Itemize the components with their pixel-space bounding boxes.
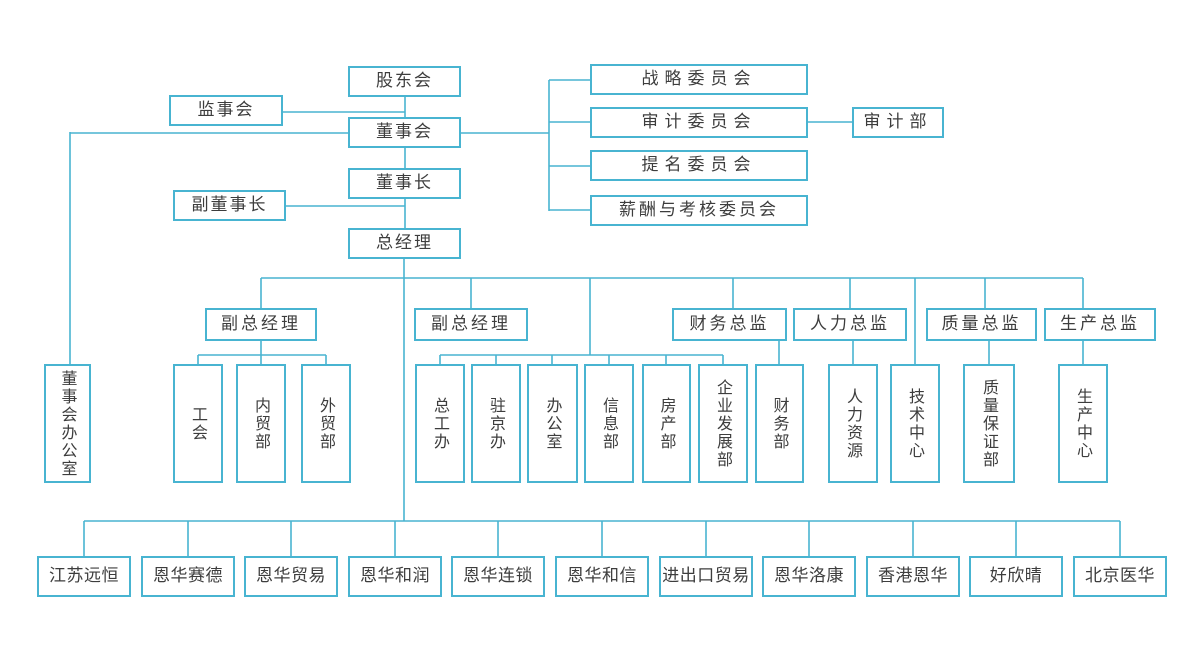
node-hr-director: 人力总监 <box>793 308 907 341</box>
node-board-office: 董事会办公室 <box>44 364 91 483</box>
node-audit-department: 审计部 <box>852 107 944 138</box>
node-subsidiary-import-export: 进出口贸易 <box>659 556 753 597</box>
node-finance-director: 财务总监 <box>672 308 787 341</box>
node-dept-quality-assurance: 质量保证部 <box>963 364 1015 483</box>
node-subsidiary-enhua-hexin: 恩华和信 <box>555 556 649 597</box>
node-production-director: 生产总监 <box>1044 308 1156 341</box>
node-vice-chairman: 副董事长 <box>173 190 286 221</box>
node-board-of-directors: 董事会 <box>348 117 461 148</box>
node-shareholders-meeting: 股东会 <box>348 66 461 97</box>
node-dept-beijing-office: 驻京办 <box>471 364 521 483</box>
node-subsidiary-enhua-luokang: 恩华洛康 <box>762 556 856 597</box>
node-quality-director: 质量总监 <box>926 308 1037 341</box>
node-subsidiary-enhua-saide: 恩华赛德 <box>141 556 235 597</box>
node-dept-chief-engineer-office: 总工办 <box>415 364 465 483</box>
node-subsidiary-hongkong-enhua: 香港恩华 <box>866 556 960 597</box>
node-dept-labor-union: 工会 <box>173 364 223 483</box>
node-dept-domestic-trade: 内贸部 <box>236 364 286 483</box>
node-dept-general-office: 办公室 <box>527 364 578 483</box>
node-deputy-gm-2: 副总经理 <box>414 308 528 341</box>
node-strategy-committee: 战略委员会 <box>590 64 808 95</box>
node-supervisory-board: 监事会 <box>169 95 283 126</box>
node-subsidiary-enhua-liansuo: 恩华连锁 <box>451 556 545 597</box>
node-subsidiary-beijing-yihua: 北京医华 <box>1073 556 1167 597</box>
node-nomination-committee: 提名委员会 <box>590 150 808 181</box>
node-dept-foreign-trade: 外贸部 <box>301 364 351 483</box>
node-audit-committee: 审计委员会 <box>590 107 808 138</box>
node-dept-production-center: 生产中心 <box>1058 364 1108 483</box>
node-dept-technology-center: 技术中心 <box>890 364 940 483</box>
node-dept-finance: 财务部 <box>755 364 804 483</box>
node-dept-enterprise-development: 企业发展部 <box>698 364 748 483</box>
node-dept-human-resources: 人力资源 <box>828 364 878 483</box>
node-dept-real-estate: 房产部 <box>642 364 691 483</box>
node-general-manager: 总经理 <box>348 228 461 259</box>
node-subsidiary-enhua-herun: 恩华和润 <box>348 556 442 597</box>
node-deputy-gm-1: 副总经理 <box>205 308 317 341</box>
node-subsidiary-jiangsu-yuanheng: 江苏远恒 <box>37 556 131 597</box>
node-subsidiary-haoxinqing: 好欣晴 <box>969 556 1063 597</box>
node-dept-information: 信息部 <box>584 364 634 483</box>
node-compensation-committee: 薪酬与考核委员会 <box>590 195 808 226</box>
node-chairman: 董事长 <box>348 168 461 199</box>
node-subsidiary-enhua-trading: 恩华贸易 <box>244 556 338 597</box>
